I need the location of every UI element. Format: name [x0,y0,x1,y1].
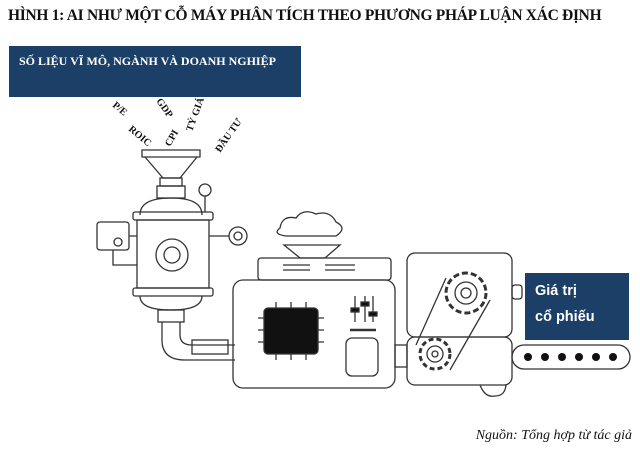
label-dau-tu: ĐẦU TƯ [212,116,245,155]
input-labels: P/E ROIC GDP CPI TỶ GIÁ ĐẦU TƯ [110,95,245,155]
output-line-2: cổ phiếu [535,309,595,325]
output-value-box: Giá trị cổ phiếu [525,273,629,340]
gearbox-icon [406,252,523,397]
label-cpi: CPI [163,128,181,149]
pipe-icon [157,309,235,361]
conveyor-icon [511,344,631,370]
funnel-icon [141,149,201,187]
label-roic: ROIC [126,124,153,149]
source-note: Nguồn: Tổng hợp từ tác giả [475,428,632,443]
processor-icon [232,211,408,389]
label-pe: P/E [110,100,129,119]
label-ty-gia: TỶ GIÁ [184,95,208,133]
input-data-box: SỐ LIỆU VĨ MÔ, NGÀNH VÀ DOANH NGHIỆP [9,46,301,97]
vessel-icon [96,183,248,311]
output-line-1: Giá trị [535,283,577,299]
figure-title: HÌNH 1: AI NHƯ MỘT CỖ MÁY PHÂN TÍCH THEO… [8,7,602,24]
label-gdp: GDP [154,96,175,120]
